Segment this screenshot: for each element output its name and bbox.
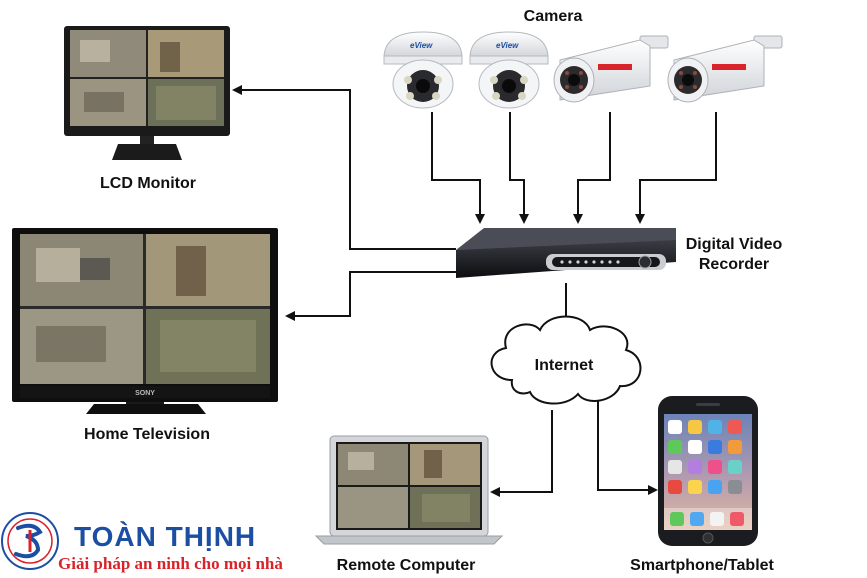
connectors xyxy=(232,85,717,497)
arrow-internet-to-phone xyxy=(597,400,658,495)
dvr-icon xyxy=(456,228,676,278)
camera-label: Camera xyxy=(524,8,583,25)
dvr-label-line1: Digital Video xyxy=(686,236,783,253)
smartphone-label: Smartphone/Tablet xyxy=(630,557,774,574)
logo-name: TOÀN THỊNH xyxy=(74,521,256,552)
dvr-label-line2: Recorder xyxy=(699,256,769,273)
arrow-camera1-to-dvr xyxy=(431,112,485,224)
lcd-monitor-label: LCD Monitor xyxy=(100,175,196,192)
lcd-monitor xyxy=(64,26,230,160)
remote-computer-label: Remote Computer xyxy=(337,557,476,574)
cloud-icon xyxy=(490,315,642,405)
home-television: SONY xyxy=(12,228,278,414)
dome-camera-brand: eView xyxy=(410,41,433,50)
laptop-icon xyxy=(314,435,504,545)
internet-label: Internet xyxy=(535,357,594,374)
arrow-internet-to-laptop xyxy=(490,410,553,497)
tv-brand-text: SONY xyxy=(135,390,155,397)
arrow-dvr-to-monitor xyxy=(232,85,456,250)
bullet-camera-icon xyxy=(553,35,669,103)
arrow-camera2-to-dvr xyxy=(509,112,529,224)
logo-icon xyxy=(1,512,59,570)
arrow-dvr-to-tv xyxy=(285,271,456,321)
smartphone-icon xyxy=(658,396,758,546)
dome-camera-icon: eView xyxy=(469,31,549,109)
arrow-camera4-to-dvr xyxy=(635,112,717,224)
dome-camera-brand: eView xyxy=(496,41,519,50)
app-icon-grid xyxy=(664,420,752,530)
bullet-camera-icon xyxy=(667,35,783,103)
home-television-label: Home Television xyxy=(84,426,210,443)
dome-camera-icon: eView xyxy=(383,31,463,109)
arrow-camera3-to-dvr xyxy=(573,112,611,224)
logo-tagline: Giải pháp an ninh cho mọi nhà xyxy=(58,554,283,573)
